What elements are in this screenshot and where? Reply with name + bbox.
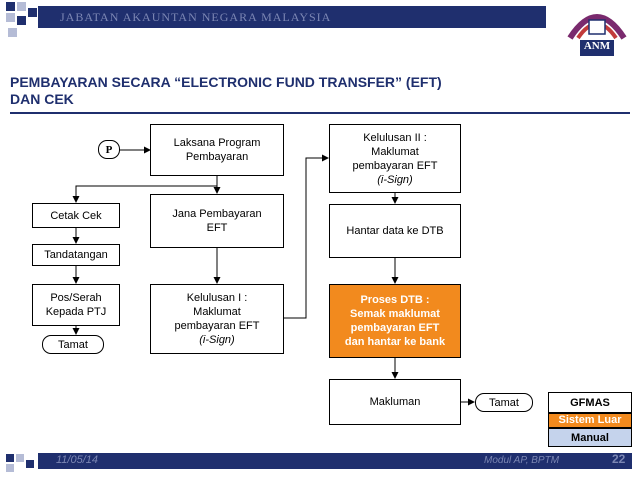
kel2-line1: Kelulusan II : xyxy=(363,131,427,144)
pos-line1: Pos/Serah xyxy=(50,292,102,304)
tamat-left-label: Tamat xyxy=(58,338,88,351)
jana-line2: EFT xyxy=(206,222,228,234)
makluman-label: Makluman xyxy=(369,396,421,408)
proses-line3: pembayaran EFT xyxy=(350,322,440,334)
jana-pembayaran-box: Jana Pembayaran EFT xyxy=(150,194,284,248)
footer-date: 11/05/14 xyxy=(56,454,99,466)
cetak-cek-box: Cetak Cek xyxy=(32,203,120,228)
anm-logo-text: ANM xyxy=(583,40,611,52)
pos-line2: Kepada PTJ xyxy=(45,306,107,318)
kel1-line1: Kelulusan I : xyxy=(186,292,248,304)
kel2-line4: (i-Sign) xyxy=(377,173,413,186)
legend-manual: Manual xyxy=(548,428,632,447)
tamat-left-node: Tamat xyxy=(42,335,104,354)
makluman-box: Makluman xyxy=(329,379,461,425)
tamat-right-node: Tamat xyxy=(475,393,533,412)
start-node-p-label: P xyxy=(105,143,113,156)
header-org-text: JABATAN AKAUNTAN NEGARA MALAYSIA xyxy=(60,10,332,24)
proses-line2: Semak maklumat xyxy=(350,308,440,320)
legend-manual-label: Manual xyxy=(571,431,609,444)
legend-gfmas-label: GFMAS xyxy=(570,396,610,409)
hantar-label: Hantar data ke DTB xyxy=(346,225,444,237)
header-bar xyxy=(38,6,546,28)
kel2-line2: Maklumat xyxy=(371,145,419,158)
legend-sistem-luar: Sistem Luar xyxy=(548,413,632,428)
legend-gfmas: GFMAS xyxy=(548,392,632,413)
jana-line1: Jana Pembayaran xyxy=(172,208,262,220)
laksana-line2: Pembayaran xyxy=(185,151,249,163)
start-node-p: P xyxy=(98,140,120,159)
proses-dtb-box: Proses DTB : Semak maklumat pembayaran E… xyxy=(329,284,461,358)
tandatangan-label: Tandatangan xyxy=(44,249,108,261)
tamat-right-label: Tamat xyxy=(489,396,519,409)
proses-line4: dan hantar ke bank xyxy=(344,336,446,348)
header-squares-icon xyxy=(6,2,37,37)
page-title-line2: DAN CEK xyxy=(10,91,74,107)
laksana-program-box: Laksana Program Pembayaran xyxy=(150,124,284,176)
kel1-line2: Maklumat xyxy=(193,306,241,318)
kelulusan-1-box: Kelulusan I : Maklumat pembayaran EFT (i… xyxy=(150,284,284,354)
footer-squares-icon xyxy=(6,454,34,472)
tandatangan-box: Tandatangan xyxy=(32,244,120,266)
page-title-line1: PEMBAYARAN SECARA “ELECTRONIC FUND TRANS… xyxy=(10,74,442,90)
laksana-line1: Laksana Program xyxy=(173,137,261,149)
kelulusan-2-box: Kelulusan II : Maklumat pembayaran EFT (… xyxy=(329,124,461,193)
footer-author: Modul AP, BPTM xyxy=(484,455,560,466)
anm-logo-icon xyxy=(567,14,627,56)
hantar-data-box: Hantar data ke DTB xyxy=(329,204,461,258)
proses-line1: Proses DTB : xyxy=(360,294,430,306)
footer-page-number: 22 xyxy=(612,452,626,466)
title-divider xyxy=(10,112,630,114)
kel2-line3: pembayaran EFT xyxy=(352,159,438,172)
pos-serah-box: Pos/Serah Kepada PTJ xyxy=(32,284,120,326)
kel1-line3: pembayaran EFT xyxy=(174,320,260,332)
kel1-line4: (i-Sign) xyxy=(199,334,235,346)
cetak-cek-label: Cetak Cek xyxy=(50,209,102,222)
legend-sistem-luar-label: Sistem Luar xyxy=(558,414,622,426)
footer-bar xyxy=(38,453,632,469)
